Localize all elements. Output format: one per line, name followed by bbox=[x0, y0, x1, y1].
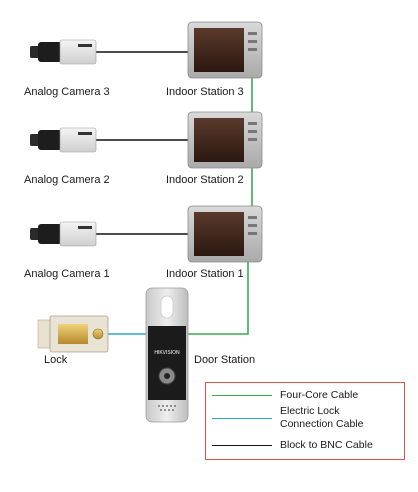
legend-bnc-text: Block to BNC Cable bbox=[280, 439, 373, 451]
four-core-swatch bbox=[212, 395, 272, 396]
analog-camera-2 bbox=[30, 127, 97, 153]
legend-item-four-core: Four-Core Cable bbox=[212, 389, 358, 402]
legend-item-bnc: Block to BNC Cable bbox=[212, 439, 373, 452]
legend-electric-lock-text-2: Connection Cable bbox=[280, 418, 364, 430]
analog-camera-3 bbox=[30, 39, 97, 65]
camera-1-label: Analog Camera 1 bbox=[24, 268, 110, 280]
door-station: HIKVISION bbox=[145, 287, 189, 423]
analog-camera-1 bbox=[30, 221, 97, 247]
indoor-station-3 bbox=[187, 21, 263, 79]
door-station-label: Door Station bbox=[194, 354, 256, 366]
station-2-label: Indoor Station 2 bbox=[166, 174, 244, 186]
indoor-station-2 bbox=[187, 111, 263, 169]
legend-four-core-text: Four-Core Cable bbox=[280, 389, 359, 401]
bnc-swatch bbox=[212, 445, 272, 446]
legend-electric-lock-text-1: Electric Lock bbox=[280, 405, 340, 417]
lock-label: Lock bbox=[44, 354, 68, 366]
door-station-brand: HIKVISION bbox=[154, 350, 180, 356]
four-core-cable-1-door bbox=[188, 255, 249, 335]
station-1-label: Indoor Station 1 bbox=[166, 268, 244, 280]
station-3-label: Indoor Station 3 bbox=[166, 86, 244, 98]
electric-lock-swatch bbox=[212, 417, 272, 419]
electric-lock bbox=[37, 315, 109, 353]
camera-2-label: Analog Camera 2 bbox=[24, 174, 110, 186]
indoor-station-1 bbox=[187, 205, 263, 263]
camera-3-label: Analog Camera 3 bbox=[24, 86, 110, 98]
